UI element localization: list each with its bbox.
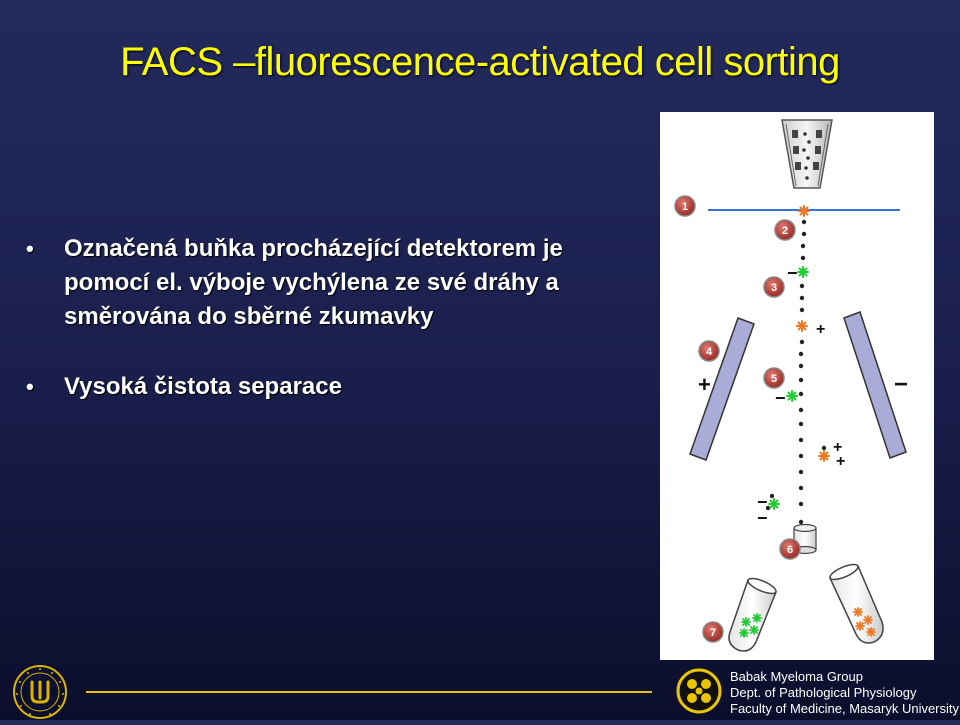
plus-charge: + [833, 439, 842, 456]
footer-affiliation: Babak Myeloma Group Dept. of Pathologica… [730, 669, 959, 717]
group-logo [676, 668, 722, 714]
step-number: 7 [710, 627, 716, 639]
step-number: 1 [682, 201, 688, 213]
footer-group-name: Babak Myeloma Group [730, 669, 863, 684]
bullet-marker: • [26, 236, 34, 261]
left-collection-tube [728, 577, 777, 652]
positive-deflection-plate [689, 317, 755, 461]
university-seal-logo [12, 664, 68, 720]
bullet-item: • Vysoká čistota separace [26, 370, 626, 404]
step-badge-5: 5 [763, 367, 785, 389]
bullet-marker: • [26, 374, 34, 399]
minus-charge: − [757, 508, 768, 528]
footer-faculty: Faculty of Medicine, Masaryk University [730, 701, 960, 716]
negative-cells [768, 266, 809, 510]
step-badge-4: 4 [698, 340, 720, 362]
minus-charge: − [757, 492, 768, 512]
bullet-item: • Označená buňka procházející detektorem… [26, 232, 626, 334]
footer-department: Dept. of Pathological Physiology [730, 685, 917, 700]
right-collection-tube [828, 563, 884, 644]
bullet-list: • Označená buňka procházející detektorem… [26, 232, 626, 440]
step-number: 6 [787, 544, 793, 556]
droplet-stream [765, 219, 827, 525]
bullet-text: Označená buňka procházející detektorem j… [64, 235, 563, 330]
plus-charge: + [816, 321, 825, 338]
facs-diagram-svg: − + − + + − − + − [674, 119, 908, 652]
minus-charge: − [775, 388, 786, 408]
plate-plus-sign: + [698, 372, 711, 397]
step-number: 3 [771, 282, 777, 294]
step-number: 5 [771, 373, 777, 385]
facs-diagram: − + − + + − − + − [660, 112, 934, 660]
step-number: 4 [706, 346, 713, 358]
bullet-text: Vysoká čistota separace [64, 373, 342, 400]
minus-charge: − [787, 263, 798, 283]
plate-minus-sign: − [894, 371, 908, 398]
step-badge-3: 3 [763, 276, 785, 298]
negative-deflection-plate [843, 311, 907, 459]
slide-title: FACS –fluorescence-activated cell sortin… [120, 40, 840, 84]
positive-cells [796, 205, 830, 462]
step-badge-2: 2 [774, 219, 796, 241]
step-badge-7: 7 [702, 621, 724, 643]
plus-charge: + [836, 453, 845, 470]
footer-divider [86, 691, 652, 693]
step-badge-1: 1 [674, 195, 696, 217]
step-number: 2 [782, 225, 788, 237]
nozzle [781, 119, 833, 189]
step-badge-6: 6 [779, 538, 801, 560]
